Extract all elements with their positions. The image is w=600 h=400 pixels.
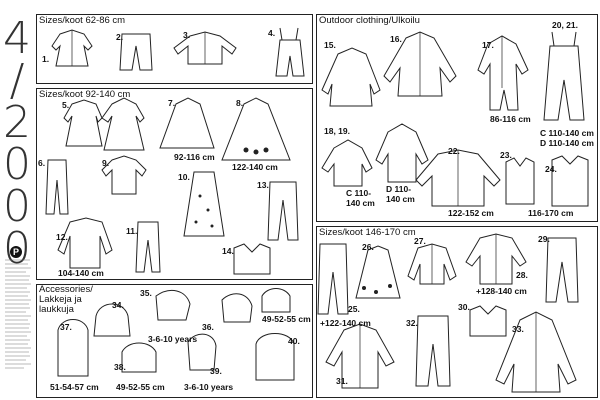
size-label-36: 49-52-55 cm <box>262 314 311 324</box>
size-label-18-a: C 110- <box>346 188 372 198</box>
item-number-17: 17. <box>482 40 494 50</box>
issue-digit: 2 <box>3 97 31 148</box>
item-number-1: 1. <box>42 54 50 64</box>
item-number-12: 12. <box>56 232 68 242</box>
item-number-29: 29. <box>538 234 550 244</box>
copyright-badge: P <box>10 246 22 258</box>
issue-digit: / <box>9 55 25 106</box>
item-number-23: 23. <box>500 150 512 160</box>
item-number-26: 26. <box>362 242 374 252</box>
size-label-12: 104-140 cm <box>58 268 104 278</box>
item-number-15: 15. <box>324 40 336 50</box>
item-number-2: 2. <box>116 32 124 42</box>
issue-digit: 0 <box>3 181 31 232</box>
item-number-38: 38. <box>114 362 126 372</box>
size-label-37: 51-54-57 cm <box>50 382 99 392</box>
size-label-18-b: 140 cm <box>346 198 375 208</box>
size-label-19-b: 140 cm <box>386 194 415 204</box>
item-number-33: 33. <box>512 324 524 334</box>
item-number-4: 4. <box>268 28 276 38</box>
item-number-5: 5. <box>62 100 70 110</box>
item-number-6: 6. <box>38 158 46 168</box>
size-label-35: 3-6-10 years <box>148 334 198 344</box>
size-label-28: +128-140 cm <box>476 286 527 296</box>
item-number-25: 25. <box>348 304 360 314</box>
item-number-3: 3. <box>183 30 191 40</box>
size-label-22: 122-152 cm <box>448 208 494 218</box>
item-number-9: 9. <box>102 158 110 168</box>
item-number-30: 30. <box>458 302 470 312</box>
item-number-31: 31. <box>336 376 348 386</box>
size-label-20-c: C 110-140 cm <box>540 128 594 138</box>
size-label-17: 86-116 cm <box>490 114 531 124</box>
item-number-32: 32. <box>406 318 418 328</box>
section-title-accessories: Accessories/ Lakkeja ja laukkuja <box>39 284 93 315</box>
size-label-8: 122-140 cm <box>232 162 278 172</box>
item-number-28: 28. <box>516 270 528 280</box>
fine-print-lines <box>5 259 31 369</box>
issue-digit: 4 <box>3 13 31 64</box>
item-number-14: 14. <box>222 246 234 256</box>
item-number-35: 35. <box>140 288 152 298</box>
section-title-62-86: Sizes/koot 62-86 cm <box>39 15 126 26</box>
item-number-13: 13. <box>257 180 269 190</box>
section-box-92-140 <box>36 88 313 280</box>
item-number-7: 7. <box>168 98 176 108</box>
issue-number: 4 / 2 0 0 0 <box>2 13 32 271</box>
item-number-24: 24. <box>545 164 557 174</box>
item-number-8: 8. <box>236 98 244 108</box>
size-label-20-d: D 110-140 cm <box>540 138 594 148</box>
item-number-39: 39. <box>210 366 222 376</box>
size-label-7: 92-116 cm <box>174 152 215 162</box>
item-number-34: 34. <box>112 300 124 310</box>
section-title-92-140: Sizes/koot 92-140 cm <box>39 89 131 100</box>
section-title-146-170: Sizes/koot 146-170 cm <box>319 227 416 238</box>
item-number-37: 37. <box>60 322 72 332</box>
item-number-40: 40. <box>288 336 300 346</box>
size-label-19-a: D 110- <box>386 184 412 194</box>
item-number-22: 22. <box>448 146 460 156</box>
size-label-38: 49-52-55 cm <box>116 382 165 392</box>
item-number-36: 36. <box>202 322 214 332</box>
item-number-10: 10. <box>178 172 190 182</box>
size-label-39: 3-6-10 years <box>184 382 234 392</box>
section-title-outdoor: Outdoor clothing/Ulkoilu <box>319 15 420 26</box>
size-label-24: 116-170 cm <box>528 208 574 218</box>
item-number-20-21: 20, 21. <box>552 20 578 30</box>
item-number-16: 16. <box>390 34 402 44</box>
item-number-27: 27. <box>414 236 426 246</box>
item-number-18-19: 18, 19. <box>324 126 350 136</box>
item-number-11: 11. <box>126 226 138 236</box>
size-label-25: +122-140 cm <box>320 318 371 328</box>
issue-digit: 0 <box>3 139 31 190</box>
